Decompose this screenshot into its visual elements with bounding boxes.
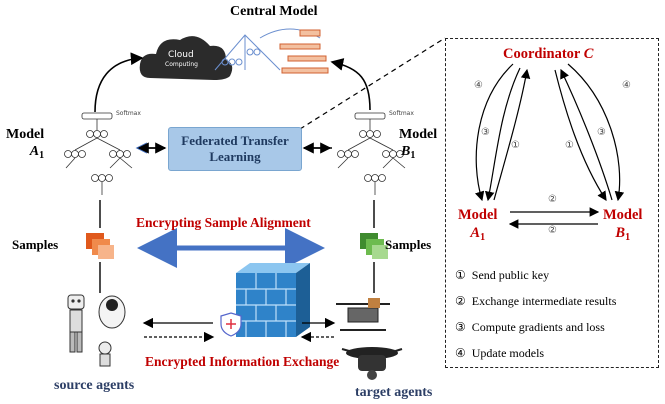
arrow-model-b-to-central — [330, 58, 371, 111]
panel-model-a-letter: A — [470, 225, 481, 241]
cloud-sublabel: Computing — [165, 61, 198, 68]
panel-model-a-label: Model A1 — [458, 206, 497, 247]
model-a-word: Model — [6, 127, 45, 142]
legend-text: Update models — [471, 346, 545, 360]
panel-model-a-sub: 1 — [480, 232, 486, 243]
model-a-label: Model A1 — [6, 126, 44, 164]
robot-icon — [67, 294, 126, 367]
samples-right-icon — [360, 233, 388, 259]
legend-item: ④ Update models — [455, 346, 544, 361]
legend-num: ② — [455, 294, 466, 308]
samples-right-label: Samples — [385, 237, 432, 252]
model-a-letter: A — [29, 144, 40, 159]
target-agents-label: target agents — [355, 385, 433, 400]
step-label: ② — [548, 225, 557, 236]
model-a-network-icon — [64, 112, 133, 195]
samples-left-label: Samples — [12, 237, 59, 252]
step-label: ③ — [597, 127, 606, 138]
coordinator-label: Coordinator C — [503, 46, 593, 63]
central-model-network-icon — [214, 28, 329, 74]
protocol-panel — [445, 38, 659, 368]
panel-model-b-sub: 1 — [625, 232, 631, 243]
encrypted-information-exchange-label: Encrypted Information Exchange — [145, 354, 340, 369]
step-label: ③ — [481, 127, 490, 138]
samples-left-icon — [86, 233, 114, 259]
step-label: ④ — [622, 80, 631, 91]
encrypting-sample-alignment-label: Encrypting Sample Alignment — [136, 215, 311, 230]
panel-model-b-label: Model B1 — [603, 206, 642, 247]
ftl-line1: Federated Transfer — [181, 133, 289, 148]
coordinator-letter: C — [583, 46, 594, 62]
ftl-line2: Learning — [209, 149, 261, 164]
central-model-title: Central Model — [230, 4, 318, 19]
legend-text: Compute gradients and loss — [471, 320, 605, 334]
panel-model-b-letter: B — [615, 225, 626, 241]
legend-num: ④ — [455, 346, 466, 360]
model-b-word: Model — [399, 127, 438, 142]
step-label: ① — [511, 140, 520, 151]
zoom-link-line — [299, 37, 446, 130]
federated-transfer-learning-box: Federated Transfer Learning — [168, 127, 302, 171]
softmax-label-left: Softmax — [116, 110, 141, 117]
cloud-icon — [139, 36, 233, 80]
legend-num: ③ — [455, 320, 466, 334]
shield-icon — [220, 312, 242, 337]
model-b-sub: 1 — [410, 150, 416, 161]
legend-item: ① Send public key — [455, 268, 549, 283]
drone-icon — [336, 298, 403, 380]
panel-arrows — [474, 63, 625, 229]
model-a-sub: 1 — [39, 150, 45, 161]
legend-text: Send public key — [471, 268, 550, 282]
step-label: ④ — [474, 80, 483, 91]
step-label: ① — [565, 140, 574, 151]
arrow-model-a-to-central — [94, 52, 144, 113]
panel-model-b-word: Model — [603, 207, 643, 223]
model-b-letter: B — [401, 144, 411, 159]
legend-item: ② Exchange intermediate results — [455, 294, 616, 309]
cloud-label: Cloud — [168, 50, 194, 60]
legend-num: ① — [455, 268, 466, 282]
panel-model-a-word: Model — [458, 207, 498, 223]
legend-text: Exchange intermediate results — [471, 294, 617, 308]
legend-item: ③ Compute gradients and loss — [455, 320, 605, 335]
model-b-network-icon — [337, 112, 406, 195]
model-b-label: Model B1 — [399, 126, 437, 164]
firewall-icon — [236, 263, 310, 337]
step-label: ② — [548, 194, 557, 205]
coordinator-word: Coordinator — [503, 46, 581, 62]
source-agents-label: source agents — [54, 378, 135, 393]
softmax-label-right: Softmax — [389, 110, 414, 117]
